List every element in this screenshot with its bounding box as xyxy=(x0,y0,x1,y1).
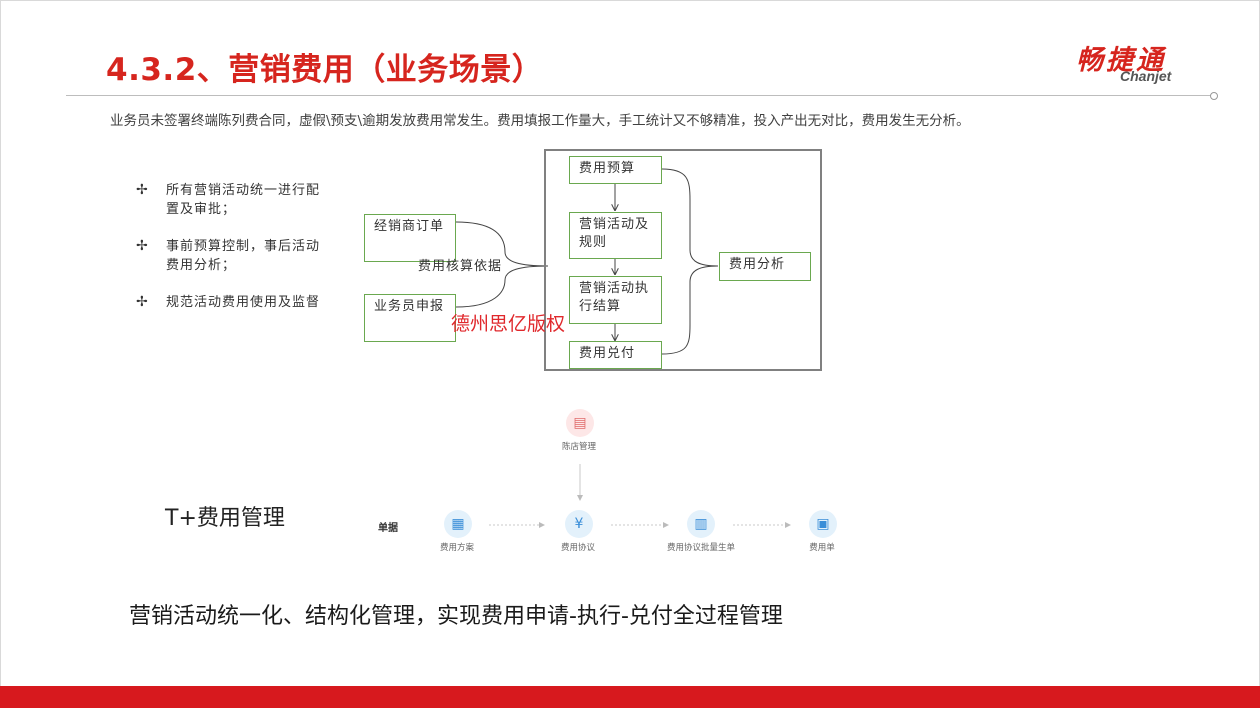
batch-generate-icon[interactable]: ▥ xyxy=(687,510,715,538)
store-management-icon[interactable]: ▤ xyxy=(566,409,594,437)
intro-text: 业务员未签署终端陈列费合同，虚假\预支\逾期发放费用常发生。费用填报工作量大，手… xyxy=(110,113,970,129)
expense-plan-caption: 费用方案 xyxy=(439,543,474,553)
brand-logo-en: Chanjet xyxy=(1120,68,1172,84)
edge-label-accounting-basis: 费用核算依据 xyxy=(418,259,503,274)
node-analysis: 费用分析 xyxy=(719,252,811,281)
brand-logo-cn: 畅捷通 xyxy=(1076,45,1166,76)
node-budget: 费用预算 xyxy=(569,156,662,184)
bullet-list: ✢ 所有营销活动统一进行配置及审批； ✢ 事前预算控制，事后活动费用分析； ✢ … xyxy=(136,181,326,330)
expense-plan-icon[interactable]: ▦ xyxy=(444,510,472,538)
expense-slip-caption: 费用单 xyxy=(809,543,835,553)
summary-text: 营销活动统一化、结构化管理，实现费用申请-执行-兑付全过程管理 xyxy=(129,604,783,629)
bullet-item: ✢ 事前预算控制，事后活动费用分析； xyxy=(136,237,326,275)
footer-bar xyxy=(0,686,1260,708)
bullet-cross-icon: ✢ xyxy=(136,294,149,310)
expense-agreement-caption: 费用协议 xyxy=(560,543,595,553)
bullet-text: 规范活动费用使用及监督 xyxy=(166,295,321,310)
page-title: 4.3.2、营销费用（业务场景） xyxy=(106,52,544,88)
tplus-label: T+费用管理 xyxy=(165,506,285,531)
expense-agreement-icon[interactable]: ¥ xyxy=(565,510,593,538)
bullet-text: 事前预算控制，事后活动费用分析； xyxy=(166,239,321,273)
document-row-label: 单据 xyxy=(378,523,398,534)
node-payout: 费用兑付 xyxy=(569,341,662,369)
node-dealer-order: 经销商订单 xyxy=(364,214,456,262)
node-activity-rules: 营销活动及规则 xyxy=(569,212,662,259)
bullet-cross-icon: ✢ xyxy=(136,238,149,254)
bullet-item: ✢ 规范活动费用使用及监督 xyxy=(136,293,326,312)
bullet-item: ✢ 所有营销活动统一进行配置及审批； xyxy=(136,181,326,219)
process-frame xyxy=(544,149,822,371)
bullet-cross-icon: ✢ xyxy=(136,182,149,198)
bullet-text: 所有营销活动统一进行配置及审批； xyxy=(166,183,321,217)
header-divider-dot xyxy=(1210,92,1218,100)
watermark-text: 德州思亿版权 xyxy=(451,313,566,335)
expense-slip-icon[interactable]: ▣ xyxy=(809,510,837,538)
node-activity-settlement: 营销活动执行结算 xyxy=(569,276,662,324)
header-divider xyxy=(66,95,1212,96)
store-management-caption: 陈店管理 xyxy=(561,442,596,452)
node-salesman-report: 业务员申报 xyxy=(364,294,456,342)
batch-generate-caption: 费用协议批量生单 xyxy=(666,543,735,553)
